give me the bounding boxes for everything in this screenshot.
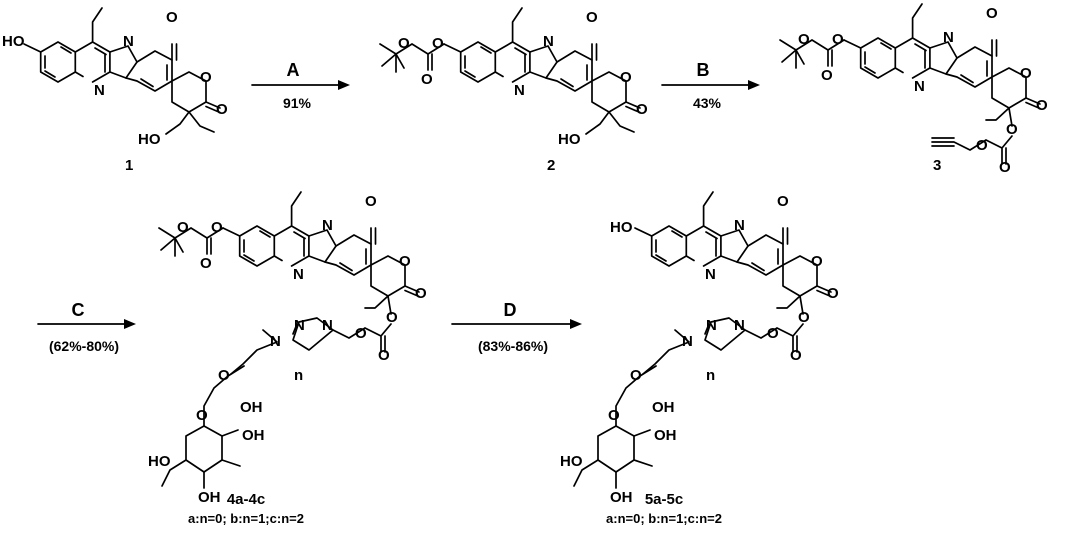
atom-label: OH: [198, 489, 221, 506]
step-a-arrow: [251, 80, 350, 90]
atom-label: O: [630, 367, 642, 384]
atom-label: O: [200, 255, 212, 272]
atom-label: O: [1006, 121, 1018, 138]
atom-label: O: [196, 407, 208, 424]
compound-3-structure: [843, 3, 1041, 165]
atom-label: O: [166, 9, 178, 26]
atom-label: HO: [138, 131, 161, 148]
atom-label: O: [832, 31, 844, 48]
atom-label: N: [734, 217, 745, 234]
compound-5-label: 5a-5c: [645, 491, 683, 508]
sugar-group: [161, 365, 245, 489]
atom-label: N: [94, 82, 105, 99]
atom-label: OH: [242, 427, 265, 444]
atom-label: O: [1020, 65, 1032, 82]
step-d-letter: D: [504, 300, 517, 320]
step-c-yield: (62%-80%): [49, 338, 119, 354]
atom-label: O: [999, 159, 1011, 176]
atom-label: HO: [610, 219, 633, 236]
step-b-letter: B: [697, 60, 710, 80]
atom-label: O: [798, 31, 810, 48]
repeat-index: n: [706, 367, 715, 384]
atom-label: OH: [654, 427, 677, 444]
atom-label: HO: [560, 453, 583, 470]
atom-label: N: [914, 78, 925, 95]
atom-label: O: [821, 67, 833, 84]
atom-label: N: [293, 266, 304, 283]
atom-label: N: [734, 317, 745, 334]
atom-label: N: [943, 29, 954, 46]
atom-label: O: [415, 285, 427, 302]
atom-label: O: [777, 193, 789, 210]
atom-label: HO: [558, 131, 581, 148]
atom-label: O: [586, 9, 598, 26]
atom-label: HO: [148, 453, 171, 470]
atom-label: O: [398, 35, 410, 52]
compound-2-label: 2: [547, 157, 555, 174]
step-a-yield: 91%: [283, 95, 312, 111]
atom-label: N: [514, 82, 525, 99]
atom-label: N: [705, 266, 716, 283]
atom-label: O: [218, 367, 230, 384]
atom-label: O: [790, 347, 802, 364]
atom-label: N: [123, 33, 134, 50]
step-c-letter: C: [72, 300, 85, 320]
atom-label: O: [365, 193, 377, 210]
sugar-group: [573, 365, 657, 489]
atom-label: N: [543, 33, 554, 50]
atom-label: O: [200, 69, 212, 86]
step-a-letter: A: [287, 60, 300, 80]
atom-label: O: [378, 347, 390, 364]
atom-label: O: [355, 325, 367, 342]
atom-label: OH: [240, 399, 263, 416]
atom-label: O: [432, 35, 444, 52]
atom-label: N: [322, 317, 333, 334]
atom-label: N: [322, 217, 333, 234]
step-d-arrow: [451, 319, 582, 329]
repeat-index: n: [294, 367, 303, 384]
atom-label: O: [386, 309, 398, 326]
atom-label: N: [294, 317, 305, 334]
atom-label: O: [976, 137, 988, 154]
compound-4-label: 4a-4c: [227, 491, 265, 508]
atom-label: O: [827, 285, 839, 302]
atom-label: N: [706, 317, 717, 334]
atom-label: O: [211, 219, 223, 236]
compound-4-subtitle: a:n=0; b:n=1;c:n=2: [188, 511, 304, 526]
compound-2-structure: [443, 7, 641, 135]
atom-label: O: [767, 325, 779, 342]
atom-label: O: [399, 253, 411, 270]
compound-1-structure: [23, 7, 221, 135]
atom-label: HO: [2, 33, 25, 50]
atom-label: O: [216, 101, 228, 118]
atom-label: O: [608, 407, 620, 424]
compound-5-structure: [634, 191, 832, 375]
atom-label: N: [682, 333, 693, 350]
step-b-arrow: [661, 80, 760, 90]
atom-label: O: [636, 101, 648, 118]
atom-label: O: [177, 219, 189, 236]
atom-label: O: [421, 71, 433, 88]
compound-3-label: 3: [933, 157, 941, 174]
atom-label: OH: [610, 489, 633, 506]
step-b-yield: 43%: [693, 95, 722, 111]
compound-4-structure: [222, 191, 420, 375]
step-d-yield: (83%-86%): [478, 338, 548, 354]
compound-5-subtitle: a:n=0; b:n=1;c:n=2: [606, 511, 722, 526]
atom-label: O: [986, 5, 998, 22]
compound-1-label: 1: [125, 157, 133, 174]
step-c-arrow: [37, 319, 136, 329]
atom-label: OH: [652, 399, 675, 416]
atom-label: O: [811, 253, 823, 270]
atom-label: O: [798, 309, 810, 326]
atom-label: O: [1036, 97, 1048, 114]
atom-label: N: [270, 333, 281, 350]
atom-label: O: [620, 69, 632, 86]
